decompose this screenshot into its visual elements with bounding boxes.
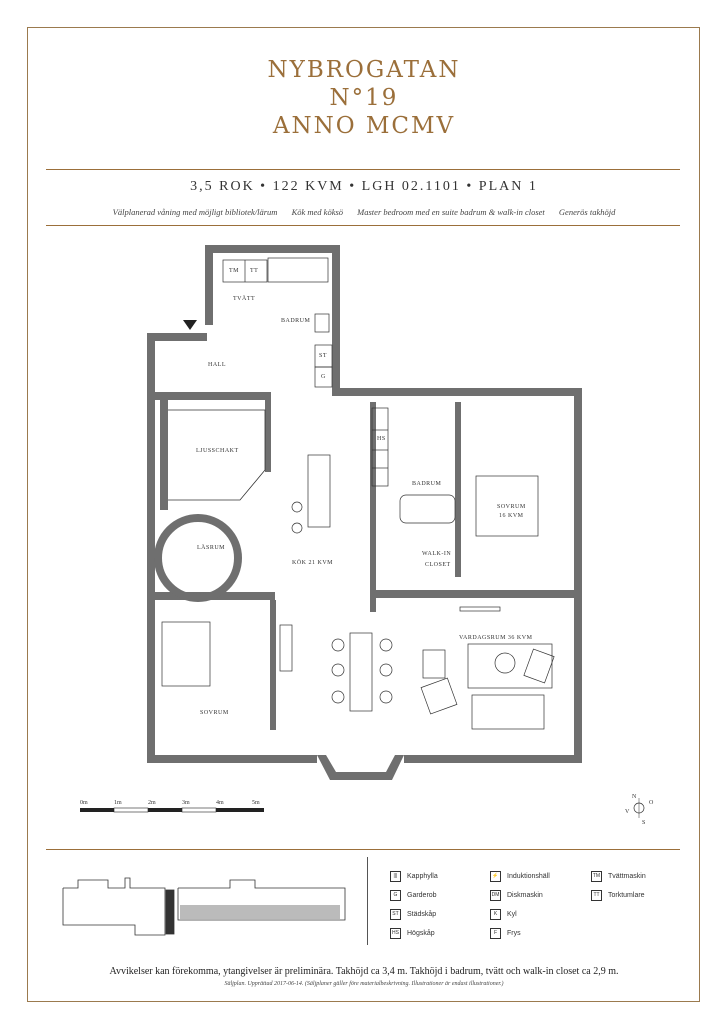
light-shaft-label: LJUSSCHAKT xyxy=(196,448,239,454)
legend-label: Högskåp xyxy=(407,929,435,937)
code-box: K xyxy=(490,908,501,920)
key-plan xyxy=(62,877,346,936)
scale-label: 3m xyxy=(182,800,190,806)
st-label: ST xyxy=(319,353,327,359)
g-label: G xyxy=(321,374,326,380)
footer-note: Säljplan. Upprättad 2017-06-14. (Säljpla… xyxy=(224,981,504,987)
bedroom-label-1: SOVRUM xyxy=(497,504,526,510)
features-rule xyxy=(46,225,680,226)
scale-label: 5m xyxy=(252,800,260,806)
induction-icon: ⚡ xyxy=(490,870,501,882)
legend-label: Induktionshäll xyxy=(507,872,550,880)
legend-label: Kyl xyxy=(507,910,517,918)
code-box: TM xyxy=(591,870,602,882)
legend-label: Kapphylla xyxy=(407,872,438,880)
legend-label: Garderob xyxy=(407,891,437,899)
title-year: ANNO MCMV xyxy=(272,113,456,139)
compass-v: V xyxy=(625,809,630,815)
legend-label: Torktumlare xyxy=(608,891,645,899)
walkin-label: WALK-IN xyxy=(422,551,451,557)
reading-room-wall xyxy=(154,514,242,602)
bathroom-label-2: BADRUM xyxy=(412,481,442,487)
legend-label: Städskåp xyxy=(407,910,437,918)
scale-label: 2m xyxy=(148,800,156,806)
legend: ||| Kapphylla G Garderob ST Städskåp HS … xyxy=(388,870,688,950)
light-shaft-outline xyxy=(168,409,266,501)
closet-label: CLOSET xyxy=(425,562,451,568)
compass-n: N xyxy=(632,794,637,800)
walls xyxy=(147,245,582,780)
fixtures xyxy=(161,257,555,730)
features-line: Välplanerad våning med möjligt bibliotek… xyxy=(0,207,728,217)
legend-item: TT Torktumlare xyxy=(591,889,645,901)
code-box: DM xyxy=(490,889,501,901)
kitchen-label: KÖK 21 KVM xyxy=(292,559,333,566)
feature-item: Generös takhöjd xyxy=(558,207,616,217)
code-box: TT xyxy=(591,889,602,901)
bottom-rule xyxy=(46,849,680,850)
specs-line: 3,5 ROK • 122 KVM • LGH 02.1101 • PLAN 1 xyxy=(190,179,538,194)
scale-label: 4m xyxy=(216,800,224,806)
scale-label: 0m xyxy=(80,800,88,806)
scale-bar xyxy=(80,807,264,813)
bedroom-label-2: SOVRUM xyxy=(200,710,229,716)
legend-label: Frys xyxy=(507,929,521,937)
code-box: ST xyxy=(390,908,401,920)
footer-disclaimer: Avvikelser kan förekomma, ytangivelser ä… xyxy=(109,966,619,977)
bathroom-label-1: BADRUM xyxy=(281,318,311,324)
compass-icon xyxy=(633,798,645,818)
title-number: N°19 xyxy=(329,85,399,111)
legend-item: G Garderob xyxy=(390,889,437,901)
compass-s: S xyxy=(642,820,645,826)
legend-label: Tvättmaskin xyxy=(608,872,646,880)
legend-item: ||| Kapphylla xyxy=(390,870,438,882)
top-rule xyxy=(46,169,680,170)
laundry-label: TVÄTT xyxy=(233,295,255,302)
hall-label: HALL xyxy=(208,362,226,368)
page-frame xyxy=(27,27,700,1002)
hs-label: HS xyxy=(377,436,386,442)
title-street: NYBROGATAN xyxy=(267,57,461,83)
legend-item: ST Städskåp xyxy=(390,908,436,920)
feature-item: Kök med köksö xyxy=(291,207,344,217)
compass-o: O xyxy=(649,800,654,806)
tm-label: TM xyxy=(229,268,239,274)
bedroom-area-1: 16 KVM xyxy=(499,513,524,519)
legend-item: F Frys xyxy=(490,927,521,939)
tt-label: TT xyxy=(250,268,258,274)
code-box: G xyxy=(390,889,401,901)
legend-item: TM Tvättmaskin xyxy=(591,870,646,882)
legend-item: K Kyl xyxy=(490,908,517,920)
feature-item: Master bedroom med en suite badrum & wal… xyxy=(357,207,545,217)
legend-item: DM Diskmaskin xyxy=(490,889,543,901)
code-box: F xyxy=(490,927,501,939)
legend-divider xyxy=(367,857,368,945)
living-room-label: VARDAGSRUM 36 KVM xyxy=(459,635,533,641)
reading-room-label: LÄSRUM xyxy=(197,544,225,551)
legend-item: HS Högskåp xyxy=(390,927,435,939)
scale-label: 1m xyxy=(114,800,122,806)
hanger-icon: ||| xyxy=(390,870,401,882)
feature-item: Välplanerad våning med möjligt bibliotek… xyxy=(112,207,278,217)
code-box: HS xyxy=(390,927,401,939)
legend-label: Diskmaskin xyxy=(507,891,543,899)
entrance-arrow-icon xyxy=(183,320,197,330)
legend-item: ⚡ Induktionshäll xyxy=(490,870,550,882)
